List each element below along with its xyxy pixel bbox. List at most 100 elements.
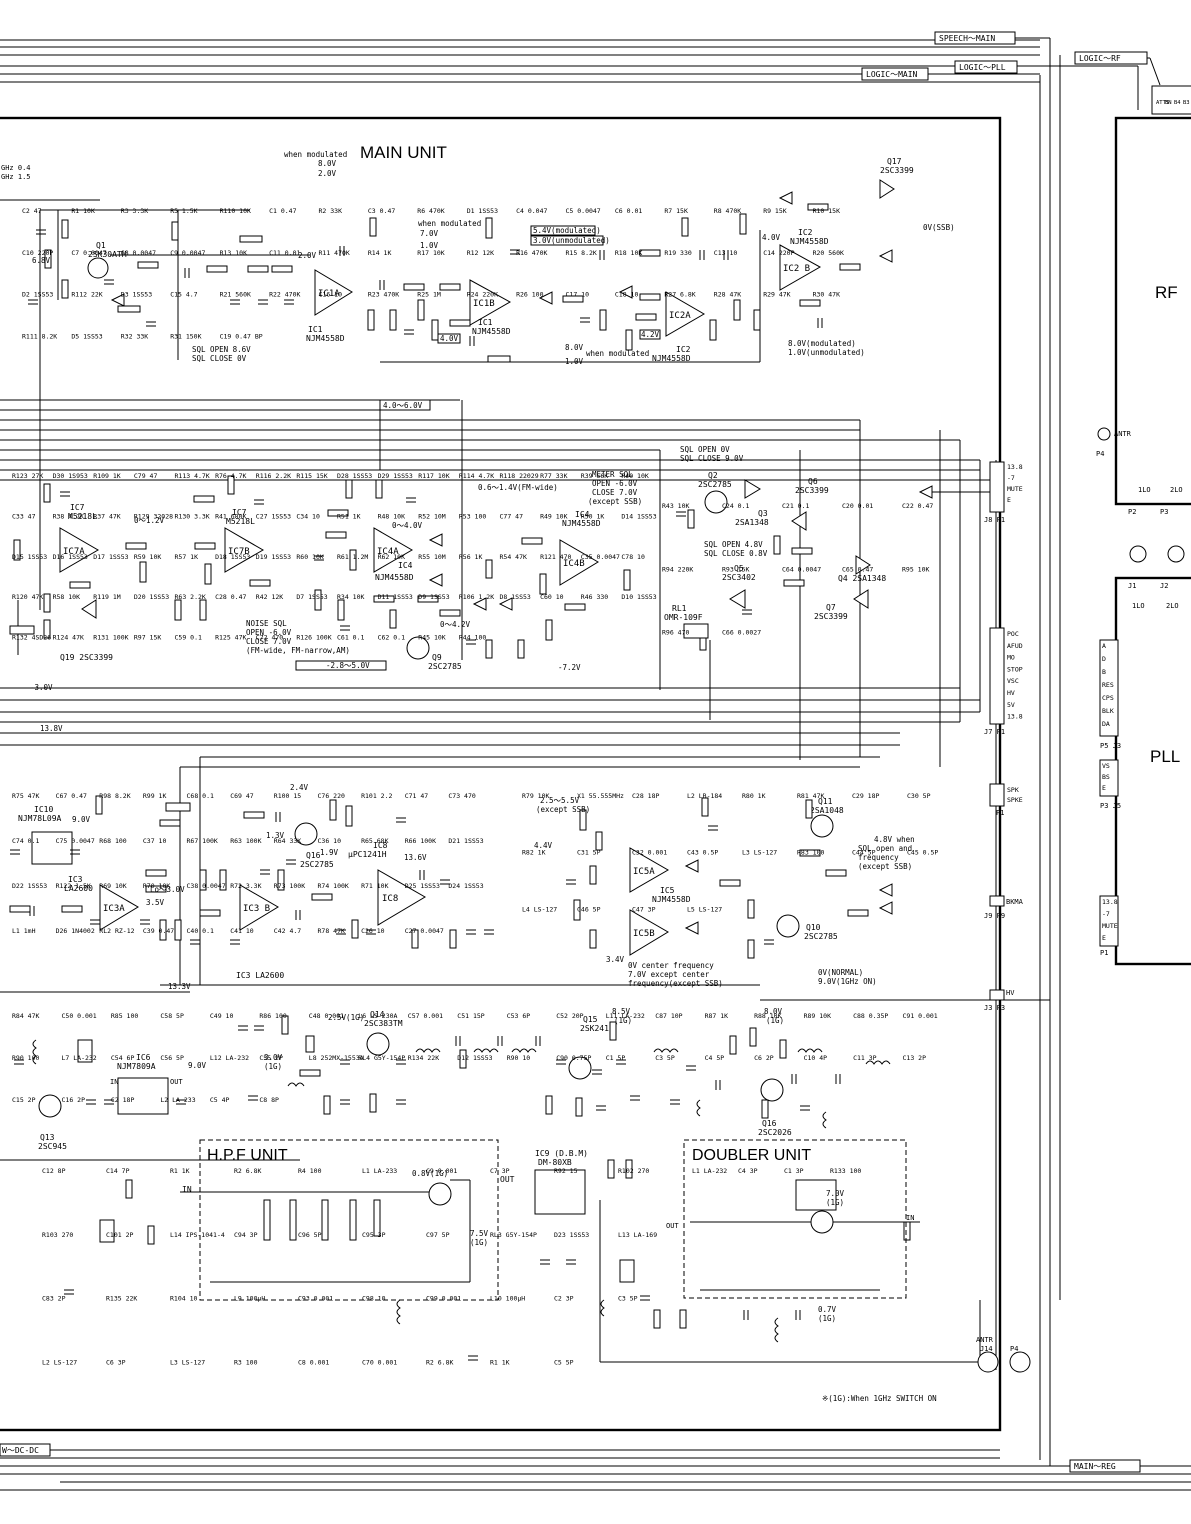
component-label: L8 252MX-1553A (309, 1054, 364, 1062)
component-label: R84 47K (12, 1012, 39, 1020)
component-label: RL3 G5Y-154P (490, 1231, 537, 1239)
component-label: C14 7P (106, 1167, 130, 1175)
ann-4-8v-when: 4.8V when (874, 835, 915, 844)
component-label: R50 1K (581, 512, 605, 520)
component-label: R21 560K (220, 291, 251, 299)
component-label: R131 100K (93, 634, 128, 642)
component-label: R89 10K (804, 1012, 831, 1020)
crystal-relays: RL1 OMR-109F (77, 604, 709, 1283)
ann-2-5-5-5v: 2.5～5.5V (540, 796, 580, 805)
ann-7v: 7.0V (826, 1189, 845, 1198)
ann-neg-7-2v: -7.2V (558, 663, 581, 672)
component-label: C31 5P (577, 849, 601, 857)
component-label: C72 470 (256, 634, 283, 642)
component-label: R68 100 (99, 837, 126, 845)
ic3a-ic: IC3 (68, 875, 83, 884)
component-label: C12 8P (42, 1167, 66, 1175)
component-label: C61 0.1 (337, 634, 364, 642)
component-label: R104 10 (170, 1295, 197, 1303)
ann-2-4v: 2.4V (290, 783, 309, 792)
j8-label: J8 P1 (984, 516, 1005, 524)
component-label: R98 8.2K (99, 792, 130, 800)
bus-tags: SPEECH～MAIN LOGIC～RF LOGIC～PLL LOGIC～MAI… (0, 31, 1148, 1473)
component-label: C19 0.47 BP (220, 332, 263, 340)
ic1-label: IC1 (308, 325, 323, 334)
component-label: R76 4.7K (215, 472, 246, 480)
q6-part: 2SC3399 (795, 486, 829, 495)
dbl-in-label: IN (906, 1214, 914, 1222)
component-label: R19 330 (664, 249, 691, 257)
component-label: L12 LA-232 (210, 1054, 249, 1062)
tag-main-reg: MAIN～REG (1074, 1462, 1116, 1471)
component-label: L1 LA-233 (362, 1167, 397, 1175)
component-label: C77 47 (500, 512, 524, 520)
component-label: R42 12K (256, 593, 283, 601)
ic4a-label: IC4A (377, 547, 399, 557)
ann-2-5-ex: (except SSB) (536, 805, 590, 814)
q16a-part: 2SC2785 (300, 860, 334, 869)
op-amps: IC1A IC1 NJM4558D IC1B IC1 NJM4558D IC2A… (18, 228, 829, 1215)
component-label: C6 0.01 (615, 207, 642, 215)
component-label: C8 0.0047 (121, 249, 156, 257)
ann-9v-1ghz: 9.0V(1GHz ON) (818, 977, 877, 986)
component-label: C57 0.001 (408, 1012, 443, 1020)
component-label: R95 10K (902, 565, 929, 573)
component-label: C83 2P (42, 1295, 66, 1303)
component-label: C68 0.1 (187, 792, 214, 800)
component-label: C99 0.001 (426, 1295, 461, 1303)
component-label: C96 5P (298, 1231, 322, 1239)
pr-pin-label: -7 (1102, 910, 1110, 918)
component-label: R56 1K (459, 553, 483, 561)
component-label: R74 100K (318, 882, 349, 890)
pll-a-pin-label: DA (1102, 720, 1110, 728)
component-label: C9 0.001 (426, 1167, 457, 1175)
p2-label: P2 (1128, 508, 1136, 516)
ann-8v-1g-2: (1G) (766, 1016, 784, 1025)
ann-1-9v: 1.9V (320, 848, 339, 857)
component-label: C2 3P (554, 1295, 574, 1303)
pll-a-pin-label: BLK (1102, 707, 1114, 715)
component-label: R86 100 (259, 1012, 286, 1020)
q1-label: Q1 (96, 241, 106, 250)
component-label: R103 270 (42, 1231, 73, 1239)
j7-pin-label: 5V (1007, 701, 1015, 709)
q2-part: 2SC2785 (698, 480, 732, 489)
ic9-part: DM-80XB (538, 1158, 572, 1167)
component-label: D17 1SS53 (93, 553, 128, 561)
component-label: D7 1SS53 (296, 593, 327, 601)
component-label: C5 0.0047 (566, 207, 601, 215)
component-label: C26 10 (361, 927, 385, 935)
component-label: R62 10K (378, 553, 405, 561)
component-label: C70 0.001 (362, 1358, 397, 1366)
component-label: R114 4.7K (459, 472, 494, 480)
ann-noise-mode: (FM-wide, FM-narrow,AM) (246, 646, 350, 655)
component-label: R81 47K (797, 792, 824, 800)
component-label: L2 LA-233 (160, 1096, 195, 1104)
rf-p4-label: P4 (1096, 450, 1104, 458)
component-label: R83 100 (797, 849, 824, 857)
component-label: C95 3P (362, 1231, 386, 1239)
component-label: C20 0.01 (842, 502, 873, 510)
ann-8-5v-1g: (1G) (614, 1016, 632, 1025)
ann-5-4v: 5.4V(modulated) (533, 226, 601, 235)
ann-sql-close-0-8: SQL CLOSE 0.8V (704, 549, 768, 558)
hpf-out-label: OUT (500, 1175, 515, 1184)
component-label: R79 10K (522, 792, 549, 800)
rl1-part: OMR-109F (664, 613, 703, 622)
component-label: C47 3P (632, 905, 656, 913)
q3-part: 2SA1348 (735, 518, 769, 527)
component-label: D3 1SS53 (121, 291, 152, 299)
q6-label: Q6 (808, 477, 818, 486)
component-label: C15 2P (12, 1096, 36, 1104)
component-label: C11 3P (853, 1054, 877, 1062)
component-label: D30 1S953 (53, 472, 88, 480)
component-label: R58 10K (53, 593, 80, 601)
component-label: R30 47K (813, 291, 840, 299)
component-label: C44 5P (852, 849, 876, 857)
pll-a-pin-label: RES (1102, 681, 1114, 689)
ann-6-8v: 6.8V (32, 256, 51, 265)
j3-label: J3 P3 (984, 1004, 1005, 1012)
q7-part: 2SC3399 (814, 612, 848, 621)
component-label: C14 220P (763, 249, 794, 257)
